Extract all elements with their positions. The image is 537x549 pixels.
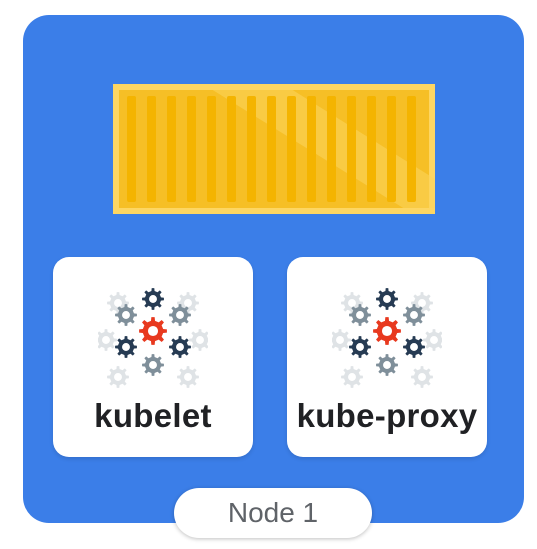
gear-icon — [107, 366, 129, 388]
gear-icon — [373, 317, 401, 345]
container-rib — [267, 96, 276, 202]
gear-icon — [411, 366, 433, 388]
gear-icon — [115, 336, 137, 358]
gear-icon — [169, 304, 191, 326]
gear-icon — [349, 336, 371, 358]
container-rib — [227, 96, 236, 202]
gear-icon — [341, 366, 363, 388]
container-rib — [347, 96, 356, 202]
shipping-container-icon — [113, 84, 435, 214]
gear-icon — [403, 336, 425, 358]
container-rib — [287, 96, 296, 202]
container-rib — [167, 96, 176, 202]
container-rib — [387, 96, 396, 202]
gear-icon — [189, 329, 208, 351]
node-label-pill: Node 1 — [174, 488, 372, 538]
container-rib — [207, 96, 216, 202]
gear-icon — [115, 304, 137, 326]
gear-icon — [98, 329, 117, 351]
kube-proxy-card: kube-proxy — [287, 257, 487, 457]
gear-icon — [423, 329, 442, 351]
gear-icon — [169, 336, 191, 358]
container-rib — [327, 96, 336, 202]
gear-icon — [349, 304, 371, 326]
gear-icon — [403, 304, 425, 326]
gear-icon — [142, 288, 164, 310]
gear-icon — [139, 317, 167, 345]
gear-icon — [142, 354, 164, 376]
node-label: Node 1 — [227, 497, 319, 528]
container-rib — [307, 96, 316, 202]
kubelet-label: kubelet — [94, 397, 212, 434]
container-rib — [127, 96, 136, 202]
container-rib — [187, 96, 196, 202]
gear-icon — [177, 366, 199, 388]
container-rib — [367, 96, 376, 202]
gear-cluster-icon — [98, 288, 208, 388]
kubelet-card: kubelet — [53, 257, 253, 457]
container-rib — [147, 96, 156, 202]
container-rib — [247, 96, 256, 202]
kube-proxy-label: kube-proxy — [296, 397, 478, 434]
gear-icon — [376, 288, 398, 310]
gear-icon — [332, 329, 351, 351]
container-rib — [407, 96, 416, 202]
gear-icon — [376, 354, 398, 376]
gear-cluster-icon — [332, 288, 442, 388]
